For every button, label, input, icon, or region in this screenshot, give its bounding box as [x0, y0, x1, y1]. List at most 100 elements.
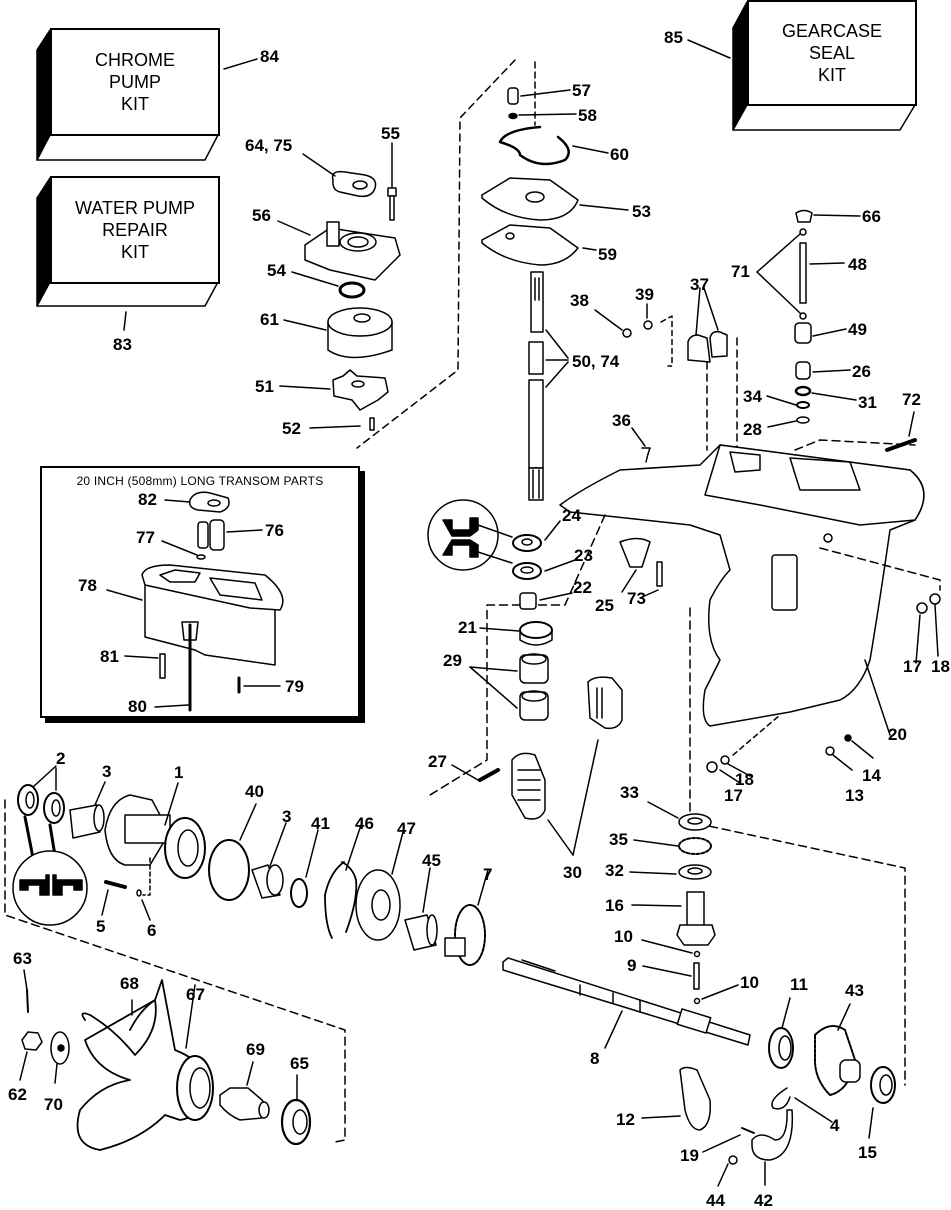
part-44-screw-icon [717, 1155, 738, 1187]
dashed-frame-gearcase-right [689, 607, 906, 1086]
part-71-icon [756, 228, 807, 320]
dashed-line-gearcase-left [429, 514, 606, 796]
callout-32: 32 [605, 861, 624, 880]
callout-14: 14 [862, 766, 881, 785]
callout-5: 5 [96, 917, 106, 936]
callout-10-lower: 10 [740, 973, 759, 992]
part-73-bolt-icon [639, 561, 663, 599]
callout-44: 44 [706, 1191, 725, 1210]
callout-67: 67 [186, 985, 205, 1004]
callout-71: 71 [731, 262, 750, 281]
callout-18-right: 18 [931, 657, 950, 676]
callout-2: 2 [56, 749, 66, 768]
callout-54: 54 [267, 261, 286, 280]
inset-title: 20 INCH (508mm) LONG TRANSOM PARTS [76, 474, 324, 488]
callout-81: 81 [100, 647, 119, 666]
callout-55: 55 [381, 124, 400, 143]
callout-46: 46 [355, 814, 374, 833]
callout-63: 63 [13, 949, 32, 968]
callout-45: 45 [422, 851, 441, 870]
part-7-reverse-gear-icon [444, 869, 489, 966]
part-42-shift-lever-icon [751, 1109, 794, 1186]
callout-59: 59 [598, 245, 617, 264]
callout-61: 61 [260, 310, 279, 329]
part-33-washer-icon [647, 801, 712, 831]
callout-39: 39 [635, 285, 654, 304]
part-45-bushing-icon [404, 867, 438, 951]
part-62-nut-icon [19, 1031, 43, 1081]
part-69-adapter-icon [219, 1061, 270, 1121]
callout-31: 31 [858, 393, 877, 412]
callout-25: 25 [595, 596, 614, 615]
part-51-impeller-icon [279, 369, 389, 411]
dashed-bracket-39 [660, 315, 673, 367]
callout-65: 65 [290, 1054, 309, 1073]
callout-22: 22 [573, 578, 592, 597]
callout-13: 13 [845, 786, 864, 805]
callout-33: 33 [620, 783, 639, 802]
part-54-seal-icon [291, 271, 366, 299]
callout-28: 28 [743, 420, 762, 439]
seal-profile-inset-icon [427, 499, 513, 571]
part-4-clip-icon [771, 1087, 833, 1123]
callout-66: 66 [862, 207, 881, 226]
callout-41: 41 [311, 814, 330, 833]
part-2-seals-icon [17, 765, 65, 870]
kit-box-chrome-pump: CHROME PUMP KIT [50, 28, 220, 138]
callout-11: 11 [790, 975, 808, 994]
callout-4: 4 [830, 1116, 840, 1135]
callout-84: 84 [260, 47, 279, 66]
callout-29: 29 [443, 651, 462, 670]
callout-72: 72 [902, 390, 921, 409]
part-14-icon [844, 734, 874, 759]
callout-70: 70 [44, 1095, 63, 1114]
kit-box-84-shape [36, 29, 219, 161]
callout-50-74: 50, 74 [572, 352, 620, 371]
callout-73: 73 [627, 589, 646, 608]
part-46-retaining-ring-icon [324, 821, 363, 939]
kit-label-line: KIT [817, 65, 846, 85]
kit-box-water-pump-repair: WATER PUMP REPAIR KIT [50, 176, 220, 286]
part-8-propshaft-icon [502, 957, 751, 1049]
callout-24: 24 [562, 506, 581, 525]
part-3-bearing-a-icon [69, 781, 106, 839]
kit-label-line: KIT [120, 242, 149, 262]
part-26-icon [795, 361, 851, 380]
callout-85: 85 [664, 28, 683, 47]
callout-9: 9 [627, 956, 637, 975]
callout-23: 23 [574, 546, 593, 565]
part-11-clutch-dog-icon [768, 997, 794, 1069]
callout-57: 57 [572, 81, 591, 100]
part-30-anode-icon [511, 676, 623, 856]
callout-64-75: 64, 75 [245, 136, 293, 155]
callout-77: 77 [136, 528, 155, 547]
part-32-washer-icon [629, 864, 712, 880]
part-19-pin-icon [702, 1127, 755, 1153]
callout-43: 43 [845, 981, 864, 1000]
kit-label-line: PUMP [108, 72, 161, 92]
callout-40: 40 [245, 782, 264, 801]
callout-17-right: 17 [903, 657, 922, 676]
callout-20: 20 [888, 725, 907, 744]
part-70-washer-icon [50, 1031, 70, 1084]
part-38-screw-icon [594, 309, 632, 338]
leader-84 [223, 58, 258, 70]
callout-60: 60 [610, 145, 629, 164]
callout-69: 69 [246, 1040, 265, 1059]
callout-52: 52 [282, 419, 301, 438]
part-48-shaft-icon [799, 242, 845, 304]
part-60-ring-icon [498, 125, 609, 166]
kit-box-gearcase-seal: GEARCASE SEAL KIT [747, 0, 917, 108]
callout-51: 51 [255, 377, 274, 396]
part-35-thrust-bearing-icon [633, 837, 712, 855]
part-52-key-icon [309, 417, 375, 431]
part-10-balls-icon [641, 939, 739, 1005]
part-22-bearing-icon [519, 592, 573, 610]
part-40-oring-icon [208, 803, 257, 901]
dashed-frame-propeller [4, 799, 346, 1143]
callout-6: 6 [147, 921, 157, 940]
part-15-bearing-icon [868, 1066, 896, 1139]
part-39-nut-icon [643, 303, 653, 330]
callout-48: 48 [848, 255, 867, 274]
